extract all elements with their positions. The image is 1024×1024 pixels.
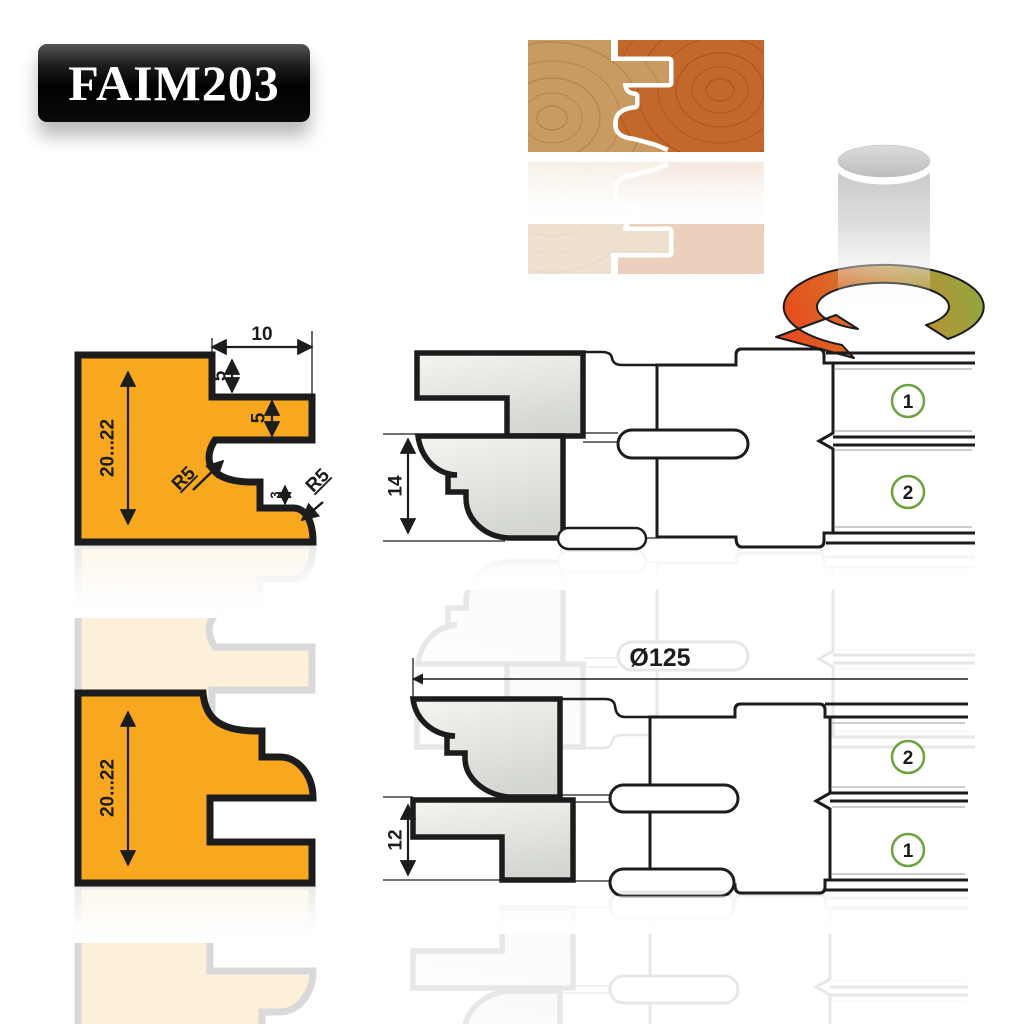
- dim-step-depth: 5: [210, 370, 231, 381]
- dimension-lines: [119, 331, 324, 526]
- cutterhead-drawing-top: 14 1 2: [372, 347, 1024, 590]
- position-badge-2: 2: [890, 474, 926, 510]
- workpiece-profile-bottom: 20...22: [55, 689, 375, 943]
- drawing-top-reflection-fade: [372, 551, 1024, 590]
- wedge-slot-middle: [608, 783, 740, 814]
- knife-ogee-profile: [414, 433, 566, 541]
- position-number: 1: [903, 841, 914, 862]
- profile-bottom-reflection-fade: [55, 887, 375, 943]
- dim-knife-projection: 12: [386, 829, 407, 850]
- dim-knife-projection: 14: [386, 475, 407, 497]
- position-badge-1: 1: [890, 832, 926, 868]
- product-code-badge: FAIM203: [38, 44, 310, 122]
- ring-edges: [826, 351, 975, 545]
- ring-thin-lines: [832, 722, 965, 875]
- spindle-shoulder-line: [560, 697, 652, 719]
- spindle-cylinder: [836, 144, 932, 305]
- profile-cross-section: [74, 689, 317, 887]
- wedge-slot-middle: [616, 428, 750, 460]
- wood-joint-graphic: [528, 40, 764, 157]
- ring-edges: [825, 702, 968, 892]
- spindle-rotation-graphic: [775, 144, 985, 359]
- dim-diameter: Ø125: [629, 644, 690, 672]
- position-number: 1: [903, 392, 914, 413]
- cutterhead-drawing-bottom: Ø125 12 2 1: [372, 644, 1024, 934]
- dimension-lines: [383, 433, 505, 542]
- dim-width-top: 10: [251, 324, 272, 345]
- knife-ogee-profile: [409, 696, 563, 800]
- cutterhead-assembly: [414, 347, 975, 551]
- wood-reflection-fade: [524, 155, 768, 224]
- workpiece-profile-top: 10 5 5 20...22 R5 R5 3: [55, 324, 375, 618]
- profile-top-reflection-fade: [55, 546, 375, 618]
- dim-height-range: 20...22: [98, 419, 119, 477]
- knife-step-profile: [410, 797, 576, 883]
- dim-tongue-thickness: 5: [249, 412, 270, 423]
- position-badge-1: 1: [890, 383, 926, 419]
- position-number: 2: [903, 483, 914, 504]
- dim-lip-depth: 3: [268, 491, 283, 498]
- wedge-slot-bottom: [556, 526, 648, 551]
- cutterhead-assembly: [409, 696, 968, 898]
- profile-cross-section: [74, 351, 317, 546]
- position-badge-2: 2: [890, 739, 926, 775]
- dim-radius-lower: R5: [302, 464, 334, 496]
- drawing-bottom-reflection-fade: [372, 896, 1024, 934]
- dim-height-range: 20...22: [98, 759, 119, 817]
- position-number: 2: [903, 748, 914, 769]
- spindle-shoulder-line: [583, 350, 659, 367]
- dimension-lines: [383, 658, 968, 881]
- product-code-label: FAIM203: [68, 55, 280, 111]
- connector-lines: [560, 794, 610, 882]
- knife-step-profile: [414, 350, 586, 439]
- joint-gap: [606, 40, 674, 157]
- ring-thin-lines: [835, 368, 972, 528]
- wood-joint-photo: [524, 40, 768, 224]
